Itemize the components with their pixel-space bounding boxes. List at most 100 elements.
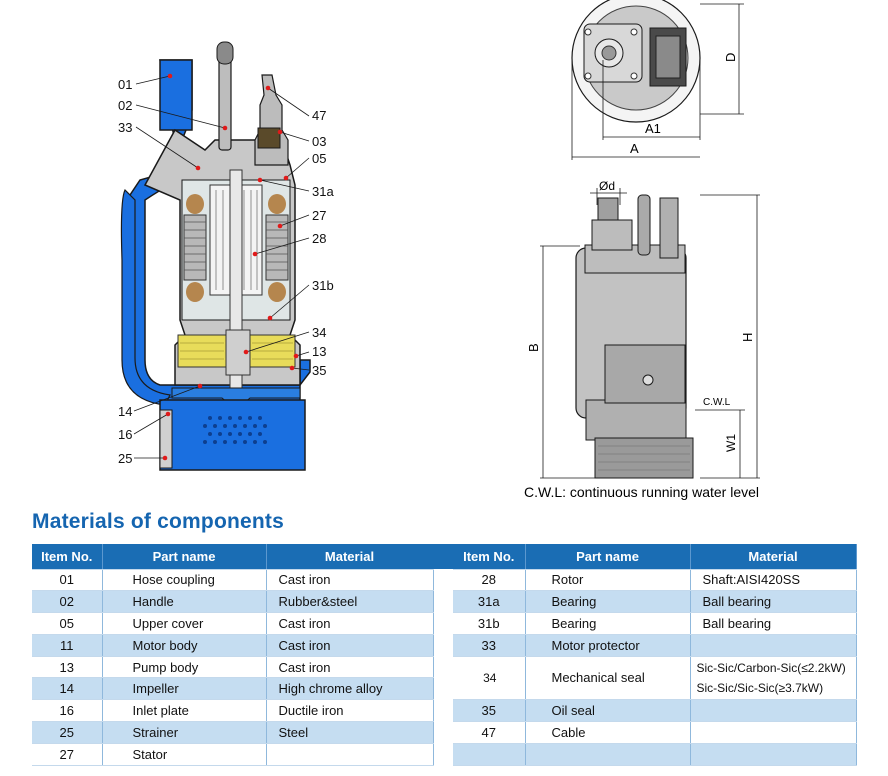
material: Sic-Sic/Carbon-Sic(≤2.2kW) Sic-Sic/Sic-S…	[690, 656, 857, 701]
material-line: Sic-Sic/Sic-Sic(≥3.7kW)	[696, 680, 824, 695]
table-row: 31b Bearing Ball bearing	[453, 612, 857, 635]
winding-end	[186, 282, 204, 302]
winding-end	[186, 194, 204, 214]
item-no: 31a	[453, 590, 526, 614]
handle-grip	[216, 41, 234, 65]
part-name: Cable	[525, 721, 691, 744]
table-row: 47 Cable	[453, 721, 857, 744]
strainer-foot	[159, 409, 173, 469]
table-row: 05 Upper cover Cast iron	[32, 612, 434, 635]
material	[690, 634, 857, 657]
part-name: Strainer	[102, 721, 267, 744]
table-row: 35 Oil seal	[453, 699, 857, 723]
part-name: Bearing	[525, 612, 691, 635]
item-no: 34	[453, 656, 526, 701]
strainer	[159, 399, 306, 471]
part-name: Handle	[102, 590, 267, 614]
table-row: 33 Motor protector	[453, 634, 857, 657]
section-title: Materials of components	[32, 510, 284, 533]
strainer-holes	[203, 416, 267, 444]
item-no: 31b	[453, 612, 526, 635]
top-view: A1 A D	[571, 0, 744, 160]
item-no: 27	[32, 743, 103, 766]
materials-table-left: Item No. Part name Material 01 Hose coup…	[32, 544, 434, 766]
materials-table-right: Item No. Part name Material 28 Rotor Sha…	[453, 544, 857, 766]
item-no: 14	[32, 677, 103, 701]
dim-od: Ød	[599, 179, 615, 193]
material	[690, 721, 857, 744]
table-header-row: Item No. Part name Material	[453, 544, 857, 570]
part-name: Hose coupling	[102, 569, 267, 592]
dim-w1: W1	[724, 434, 738, 452]
material: Ball bearing	[690, 612, 857, 635]
header-material: Material	[690, 544, 857, 570]
part-name: Mechanical seal	[525, 656, 691, 701]
part-name: Oil seal	[525, 699, 691, 723]
item-no: 01	[32, 569, 103, 592]
winding-end	[268, 194, 286, 214]
side-strainer	[594, 437, 694, 479]
material: Ball bearing	[690, 590, 857, 614]
volute	[120, 188, 171, 406]
material	[266, 743, 434, 766]
item-no: 05	[32, 612, 103, 635]
part-name: Inlet plate	[102, 699, 267, 723]
callout-13: 13	[312, 344, 326, 359]
header-material: Material	[266, 544, 434, 570]
table-row: 27 Stator	[32, 743, 434, 766]
header-item-no: Item No.	[32, 544, 103, 570]
callout-31b: 31b	[312, 278, 334, 293]
material: Ductile iron	[266, 699, 434, 723]
material	[690, 743, 857, 766]
table-row: 31a Bearing Ball bearing	[453, 590, 857, 614]
stator-left	[183, 214, 207, 281]
side-view: Ød B H W1 C.W.L	[526, 179, 760, 479]
callout-16: 16	[118, 427, 132, 442]
callout-28: 28	[312, 231, 326, 246]
callout-34: 34	[312, 325, 326, 340]
table-header-gap	[433, 544, 453, 569]
part-name: Motor body	[102, 634, 267, 657]
cable-entry	[254, 74, 289, 166]
item-no: 16	[32, 699, 103, 723]
material: Shaft:AISI420SS	[690, 569, 857, 592]
cwl-caption: C.W.L: continuous running water level	[524, 484, 759, 500]
table-row: 25 Strainer Steel	[32, 721, 434, 744]
callout-02: 02	[118, 98, 132, 113]
item-no: 35	[453, 699, 526, 723]
table-row: 01 Hose coupling Cast iron	[32, 569, 434, 592]
dim-a: A	[630, 141, 639, 156]
dim-b: B	[526, 343, 541, 352]
part-name: Impeller	[102, 677, 267, 701]
material: Cast iron	[266, 569, 434, 592]
table-header-row: Item No. Part name Material	[32, 544, 434, 570]
item-no	[453, 743, 526, 766]
part-name: Motor protector	[525, 634, 691, 657]
discharge-hose	[159, 59, 193, 131]
material: Cast iron	[266, 656, 434, 679]
callout-05: 05	[312, 151, 326, 166]
callout-01: 01	[118, 77, 132, 92]
item-no: 02	[32, 590, 103, 614]
table-row: 16 Inlet plate Ductile iron	[32, 699, 434, 723]
side-terminal-box	[604, 344, 686, 404]
part-name	[525, 743, 691, 766]
callout-14: 14	[118, 404, 132, 419]
material: Cast iron	[266, 612, 434, 635]
cwl-mark: C.W.L	[703, 397, 731, 408]
callout-33: 33	[118, 120, 132, 135]
item-no: 47	[453, 721, 526, 744]
side-handle	[637, 194, 651, 256]
part-name: Stator	[102, 743, 267, 766]
winding-end	[268, 282, 286, 302]
table-row	[453, 743, 857, 766]
part-name: Rotor	[525, 569, 691, 592]
header-part-name: Part name	[525, 544, 691, 570]
table-row: 02 Handle Rubber&steel	[32, 590, 434, 614]
callout-25: 25	[118, 451, 132, 466]
table-row: 13 Pump body Cast iron	[32, 656, 434, 679]
item-no: 11	[32, 634, 103, 657]
side-cable-entry	[659, 197, 679, 259]
part-name: Bearing	[525, 590, 691, 614]
table-row: 11 Motor body Cast iron	[32, 634, 434, 657]
